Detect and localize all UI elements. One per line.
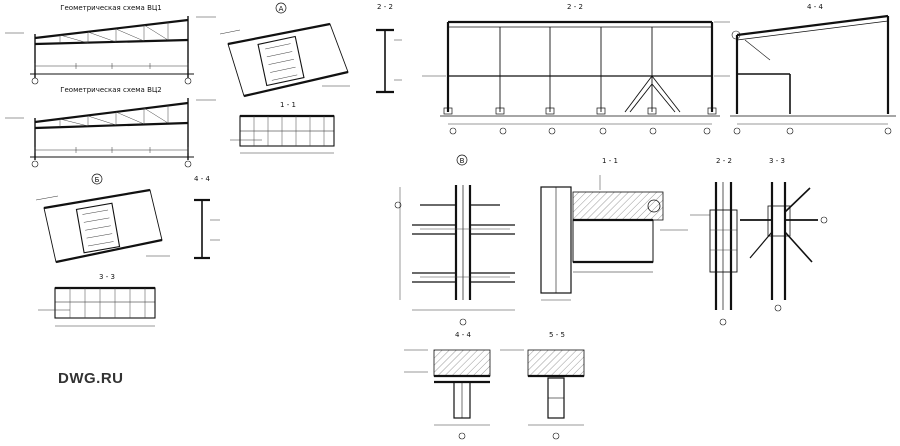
section-1-1-left-title: 1 - 1 — [280, 101, 296, 109]
section-3-3-left: 3 - 3 — [38, 273, 156, 327]
node-section-2-2: 2 - 2 — [690, 157, 738, 326]
node-section-3-3: 3 - 3 — [740, 157, 828, 312]
node-v-marker: В — [460, 157, 465, 165]
node-a-marker: А — [279, 5, 284, 13]
section-5-5-bottom-title: 5 - 5 — [549, 331, 565, 339]
node-section-1-1-title: 1 - 1 — [602, 157, 618, 165]
frame-section-4-4-title: 4 - 4 — [807, 3, 823, 11]
node-section-1-1: 1 - 1 — [540, 157, 688, 301]
node-section-2-2-title: 2 - 2 — [716, 157, 732, 165]
node-b-detail: Б — [35, 173, 170, 264]
frame-section-4-4: 4 - 4 — [730, 3, 896, 135]
section-2-2-column-title: 2 - 2 — [377, 3, 393, 11]
truss-scheme-vc1: Геометрическая схема ВЦ1 — [5, 4, 216, 85]
truss-scheme-vc2: Геометрическая схема ВЦ2 — [5, 86, 216, 168]
watermark-logo: DWG.RU — [58, 370, 124, 387]
section-3-3-left-title: 3 - 3 — [99, 273, 115, 281]
node-section-3-3-title: 3 - 3 — [769, 157, 785, 165]
section-4-4-bottom-title: 4 - 4 — [455, 331, 471, 339]
node-v-detail: В — [394, 154, 515, 326]
frame-elevation-2-2: 2 - 2 — [422, 3, 730, 135]
scheme-title-vc2: Геометрическая схема ВЦ2 — [60, 86, 162, 94]
node-b-marker: Б — [95, 176, 100, 184]
section-2-2-column: 2 - 2 — [376, 3, 402, 94]
section-4-4-left: 4 - 4 — [194, 175, 220, 260]
section-5-5-bottom: 5 - 5 — [500, 331, 585, 440]
scheme-title-vc1: Геометрическая схема ВЦ1 — [60, 4, 162, 12]
section-4-4-left-title: 4 - 4 — [194, 175, 210, 183]
node-a-detail: А — [219, 2, 350, 98]
frame-elevation-2-2-title: 2 - 2 — [567, 3, 583, 11]
section-1-1-left: 1 - 1 — [230, 101, 335, 154]
section-4-4-bottom: 4 - 4 — [404, 331, 491, 440]
